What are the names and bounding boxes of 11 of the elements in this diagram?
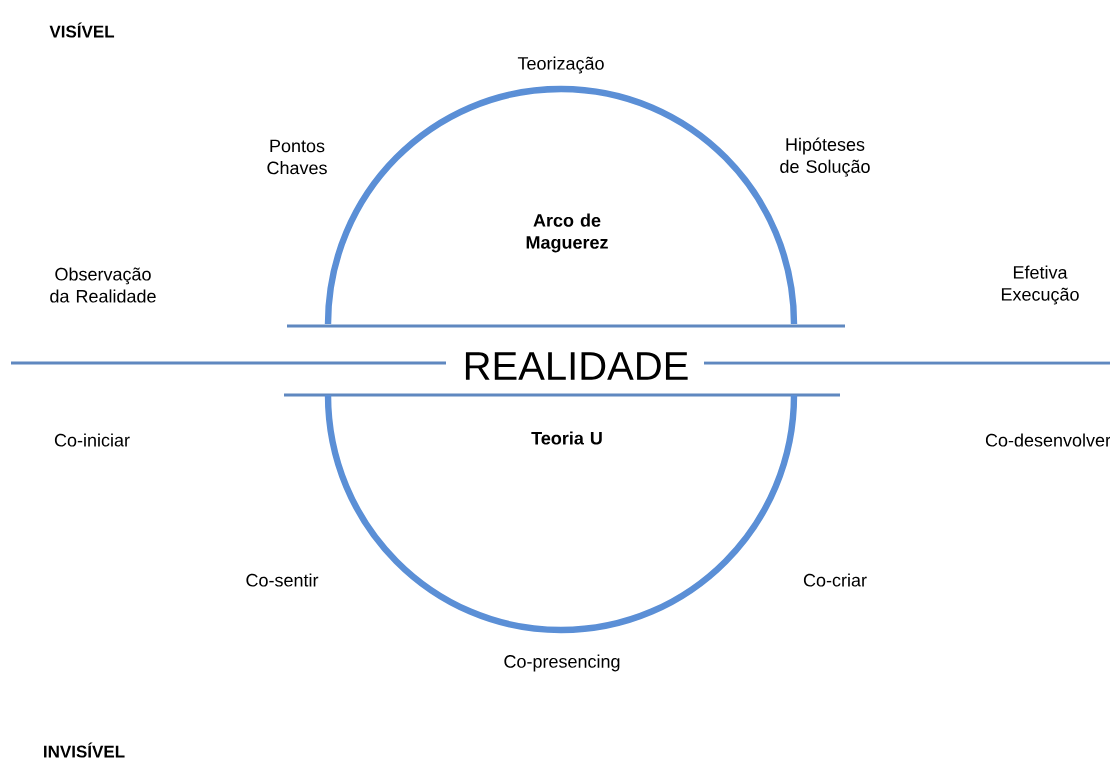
step-label: Observação da Realidade xyxy=(50,267,156,303)
lower-arch: Teoria U xyxy=(324,394,798,634)
step-label: Hipóteses de Solução xyxy=(780,137,870,177)
step-label: Co-iniciar xyxy=(54,433,130,447)
step-label: Co-presencing xyxy=(504,654,620,672)
heading-label: VISÍVEL xyxy=(49,22,115,38)
center-label: REALIDADE xyxy=(465,352,688,380)
step-label: Co-desenvolver xyxy=(985,433,1110,447)
step-label: Efetiva Execução xyxy=(1001,265,1079,305)
step-label: Pontos Chaves xyxy=(267,139,327,175)
heading-label: INVISÍVEL xyxy=(44,742,125,758)
